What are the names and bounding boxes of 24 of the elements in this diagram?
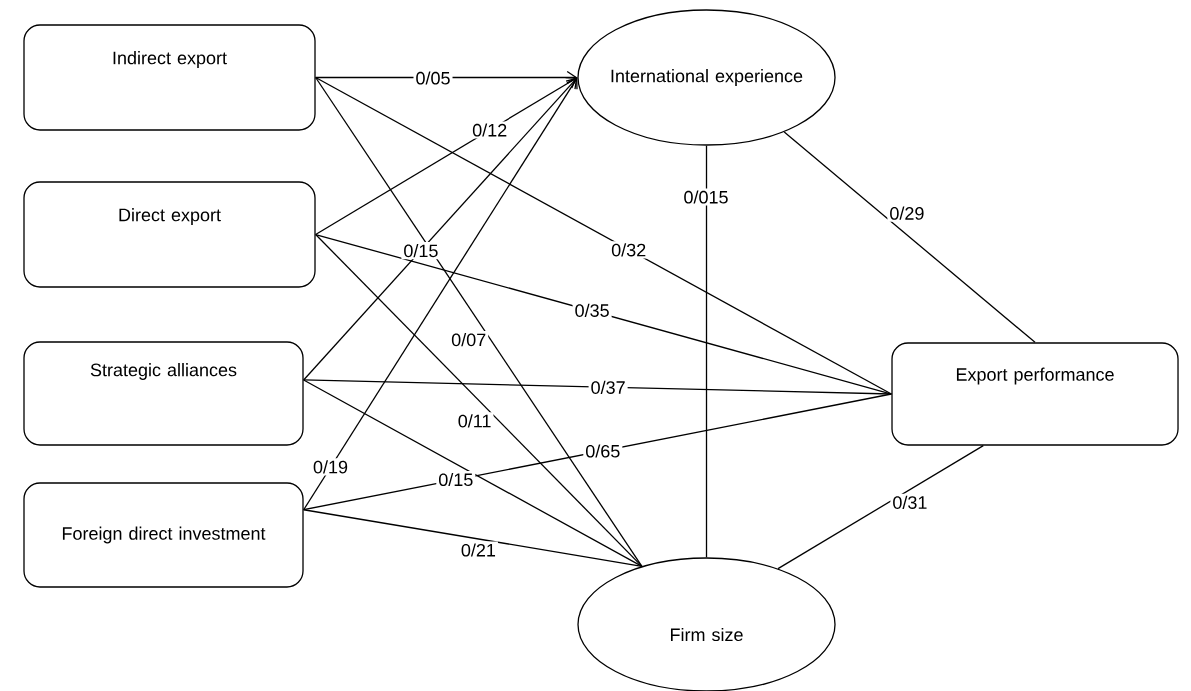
- edge-label: 0/37: [588, 378, 628, 396]
- process-box: Indirect export: [23, 24, 316, 131]
- edge-label: 0/11: [455, 412, 494, 430]
- arrow: [303, 77, 578, 511]
- edge-label: 0/31: [890, 493, 930, 511]
- process-box: Export performance: [891, 342, 1179, 446]
- edge-label: 0/65: [583, 442, 623, 460]
- edge-label: 0/07: [449, 331, 489, 349]
- edge-label: 0/12: [470, 121, 510, 139]
- edge-label: 0/05: [413, 69, 453, 87]
- process-box: Foreign direct investment: [23, 482, 304, 588]
- edge-label: 0/35: [572, 301, 612, 319]
- process-box: Strategic alliances: [23, 341, 304, 446]
- process-box: Direct export: [23, 181, 316, 288]
- arrow: [315, 76, 578, 236]
- edge-label: 0/19: [311, 458, 350, 476]
- edge-label: 0/32: [609, 241, 649, 259]
- ellipse-node: International experience: [577, 9, 836, 146]
- edge-label: 0/15: [401, 242, 441, 260]
- arrow: [303, 77, 578, 381]
- edge-label: 0/15: [436, 470, 476, 489]
- edge-label: 0/21: [458, 541, 498, 559]
- edge-label: 0/29: [887, 204, 927, 222]
- edge-label: 0/015: [681, 188, 731, 206]
